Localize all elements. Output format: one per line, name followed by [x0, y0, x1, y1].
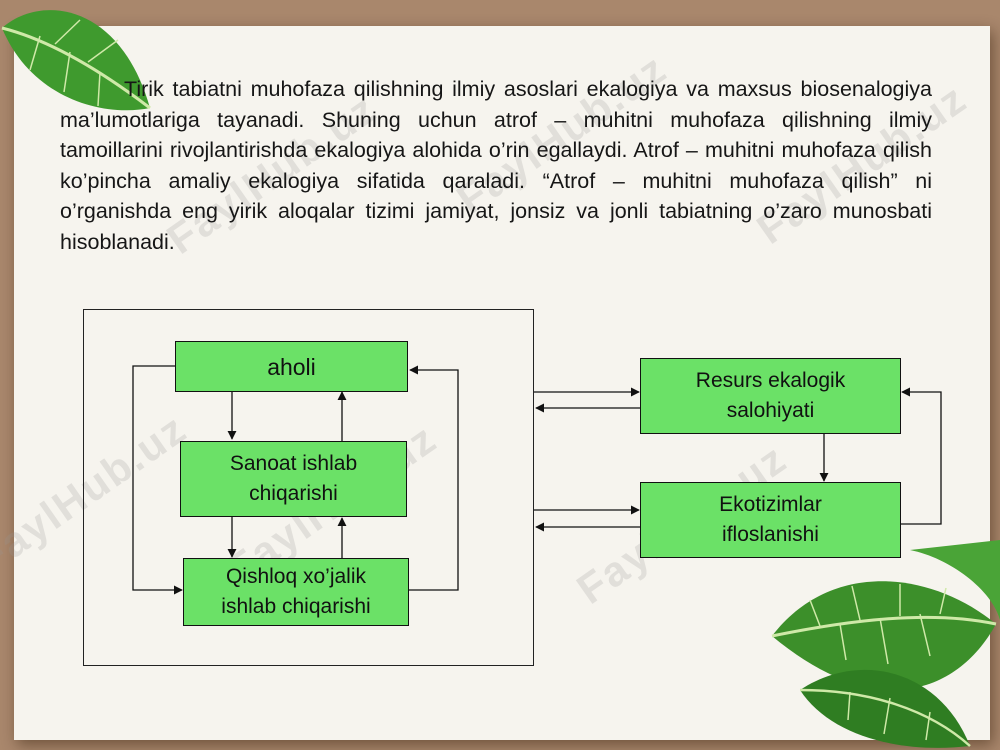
- sanoat-box: Sanoat ishlab chiqarishi: [180, 441, 407, 517]
- intro-paragraph: Tirik tabiatni muhofaza qilishning ilmiy…: [60, 77, 932, 254]
- leaf-top-left-icon: [1, 10, 151, 111]
- ekotizimlar-box: Ekotizimlar ifloslanishi: [640, 482, 901, 558]
- leaf-bottom-right-icon: [771, 540, 1000, 748]
- resurs-box: Resurs ekalogik salohiyati: [640, 358, 901, 434]
- society-frame: [83, 309, 534, 666]
- qishloq-box: Qishloq xo’jalik ishlab chiqarishi: [183, 558, 409, 626]
- aholi-box: aholi: [175, 341, 408, 392]
